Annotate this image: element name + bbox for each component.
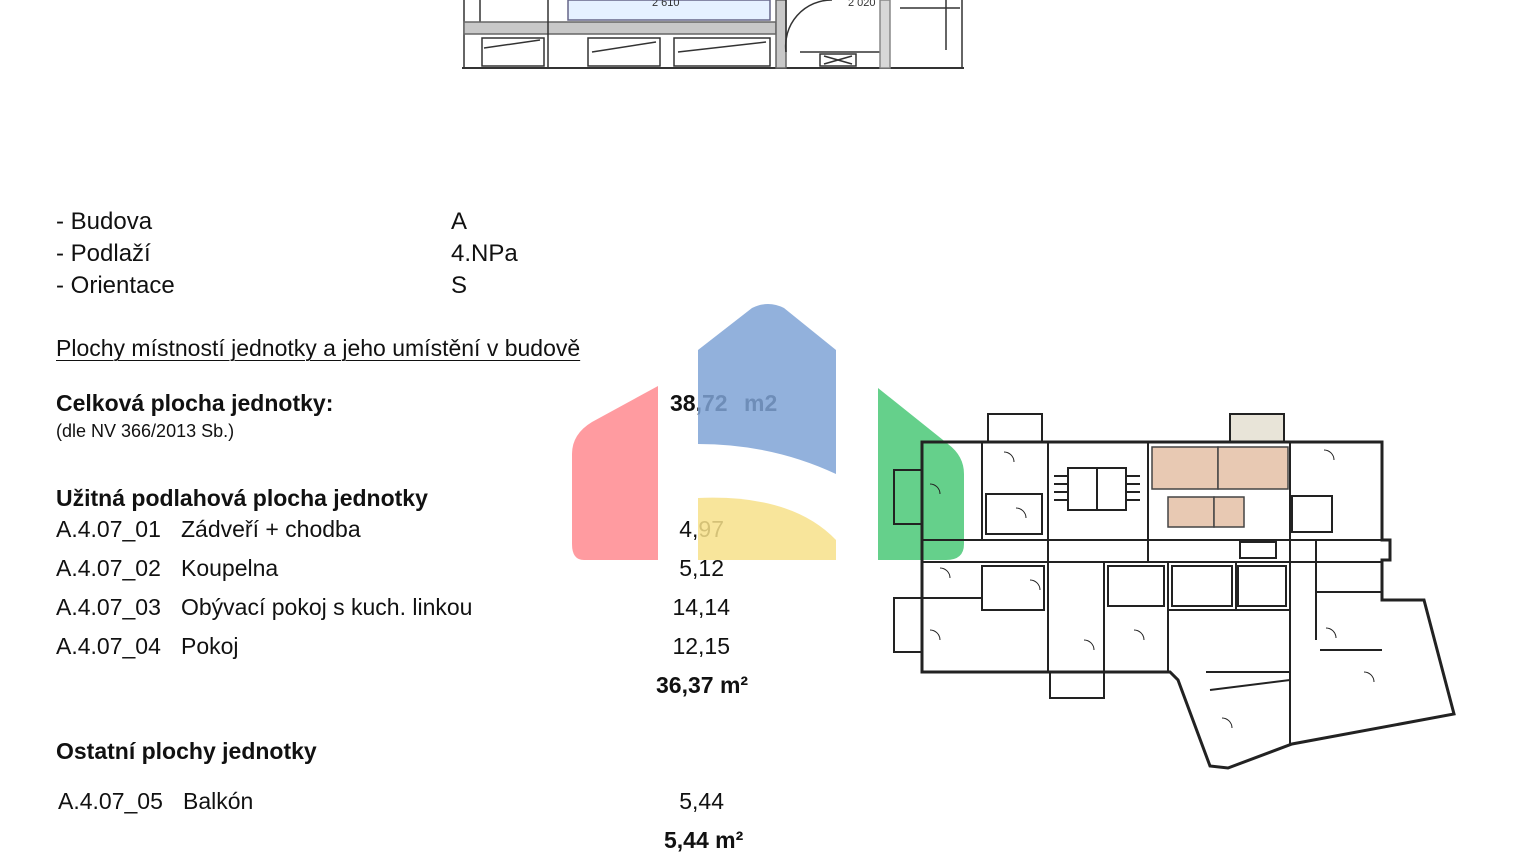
room-code: A.4.07_01 [56,516,161,542]
watermark-blue-shape [698,304,836,474]
room-name: Balkón [183,788,254,814]
usable-area-total: 36,37 m² [656,672,749,698]
room-area: 5,44 [679,788,724,814]
room-name: Pokoj [181,633,239,659]
room-code: A.4.07_03 [56,594,161,620]
section-title: Plochy místností jednotky a jeho umístěn… [56,335,581,361]
room-name: Koupelna [181,555,279,581]
top-plan-fragment: 2 610 2 020 [462,0,964,69]
info-label-podlazi: - Podlaží [56,240,151,267]
info-value-podlazi: 4.NPa [451,240,518,267]
highlighted-unit [1151,446,1289,528]
room-code: A.4.07_05 [58,788,163,814]
dimension-right: 2 020 [848,0,876,9]
room-code: A.4.07_04 [56,633,161,659]
info-value-budova: A [451,208,468,235]
other-area-total: 5,44 m² [664,827,744,853]
total-area-note: (dle NV 366/2013 Sb.) [56,421,235,441]
room-code: A.4.07_02 [56,555,161,581]
usable-area-heading: Užitná podlahová plocha jednotky [56,485,428,511]
info-label-orientace: - Orientace [56,272,175,299]
other-area-heading: Ostatní plochy jednotky [56,738,317,764]
info-label-budova: - Budova [56,208,153,235]
room-area: 14,14 [672,594,730,620]
total-area-label: Celková plocha jednotky: [56,390,334,416]
info-value-orientace: S [451,272,468,299]
watermark-red-shape [572,386,658,560]
room-name: Obývací pokoj s kuch. linkou [181,594,473,620]
dimension-left: 2 610 [652,0,680,9]
room-area: 12,15 [672,633,730,659]
watermark-yellow-shape [698,497,836,560]
room-name: Zádveří + chodba [181,516,361,542]
